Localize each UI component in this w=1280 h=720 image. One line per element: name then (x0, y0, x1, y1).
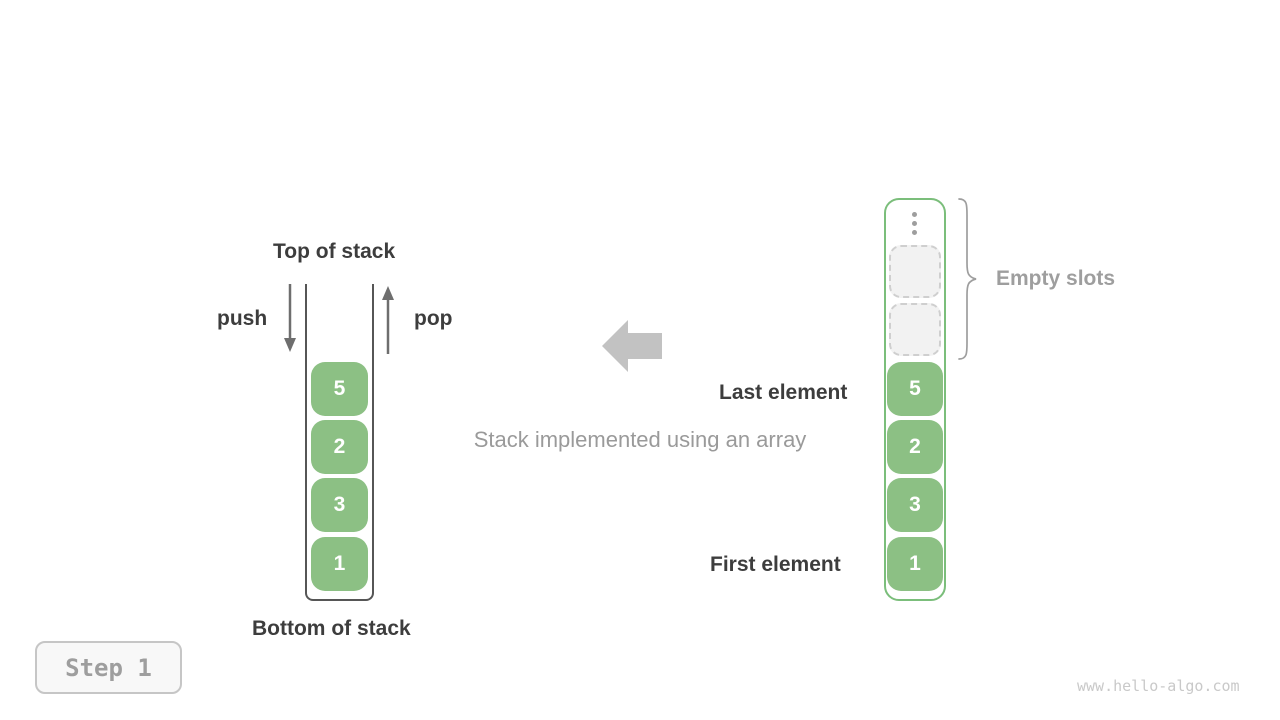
diagram-caption: Stack implemented using an array (473, 427, 807, 452)
empty-slot (889, 245, 941, 298)
bottom-of-stack-label: Bottom of stack (252, 617, 411, 640)
last-element-label: Last element (719, 381, 848, 404)
stack-cell: 2 (311, 420, 368, 474)
empty-slots-label: Empty slots (996, 267, 1116, 290)
vertical-ellipsis-icon (912, 212, 917, 235)
watermark: www.hello-algo.com (1077, 677, 1240, 695)
empty-slot (889, 303, 941, 356)
array-cell: 5 (887, 362, 943, 416)
array-cell: 3 (887, 478, 943, 532)
array-cell: 2 (887, 420, 943, 474)
pop-up-arrow-icon (382, 286, 394, 354)
first-element-label: First element (710, 553, 841, 576)
push-down-arrow-icon (284, 284, 296, 352)
array-cell: 1 (887, 537, 943, 591)
left-block-arrow-icon (602, 320, 662, 372)
pop-label: pop (414, 307, 453, 330)
step-badge-label: Step 1 (65, 653, 152, 682)
stack-cell: 3 (311, 478, 368, 532)
stack-cell: 5 (311, 362, 368, 416)
step-badge: Step 1 (35, 641, 182, 694)
top-of-stack-label: Top of stack (273, 240, 396, 263)
brace-icon (958, 198, 977, 360)
push-label: push (217, 307, 268, 330)
stack-cell: 1 (311, 537, 368, 591)
